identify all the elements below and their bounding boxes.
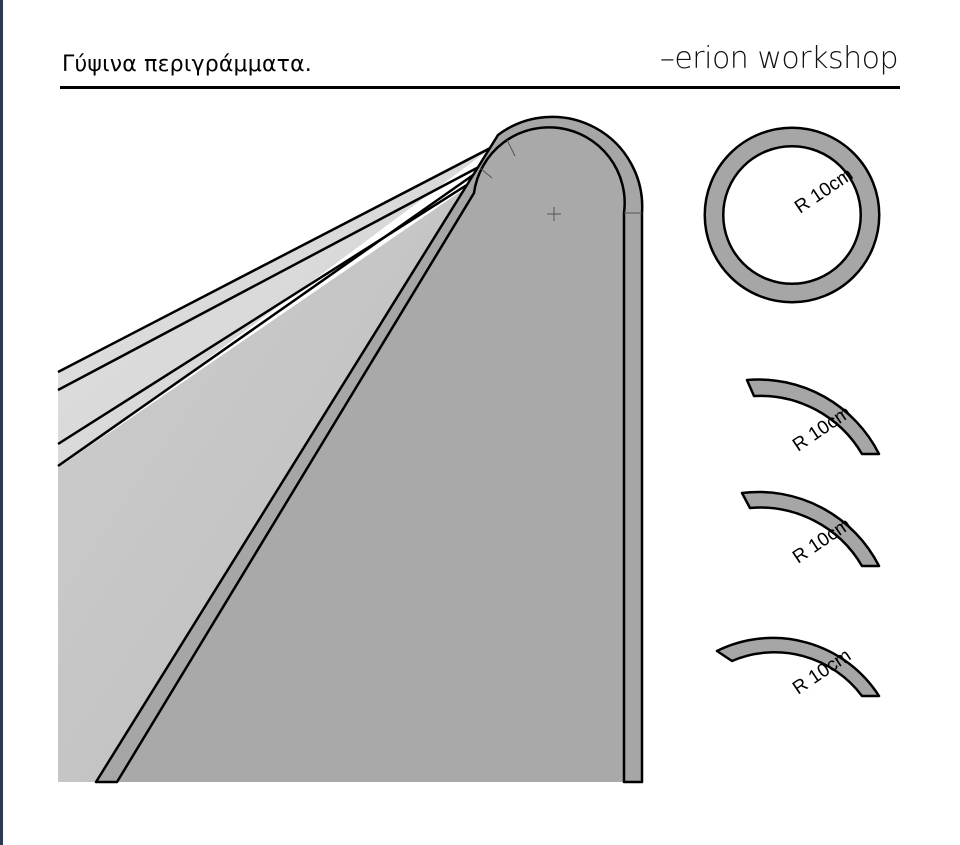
circle-molding-fill bbox=[706, 129, 878, 301]
arched-wall-area bbox=[117, 127, 625, 783]
arc-molding-3 bbox=[715, 636, 881, 698]
arc-molding-2 bbox=[740, 490, 881, 568]
arched-molding-band bbox=[94, 115, 644, 784]
diagonal-moldings bbox=[57, 140, 503, 468]
wall-panel-mid bbox=[58, 185, 470, 782]
arc-molding-1 bbox=[745, 378, 881, 456]
molding-tick-marks bbox=[479, 139, 642, 214]
brand-logo-text: –erion workshop bbox=[659, 41, 899, 76]
center-crosshair-icon bbox=[547, 207, 561, 221]
page-left-border bbox=[0, 0, 3, 845]
page-title: Γύψινα περιγράμματα. bbox=[62, 52, 312, 77]
circle-radius-label: R 10cm bbox=[791, 164, 857, 218]
header-divider bbox=[60, 86, 900, 89]
